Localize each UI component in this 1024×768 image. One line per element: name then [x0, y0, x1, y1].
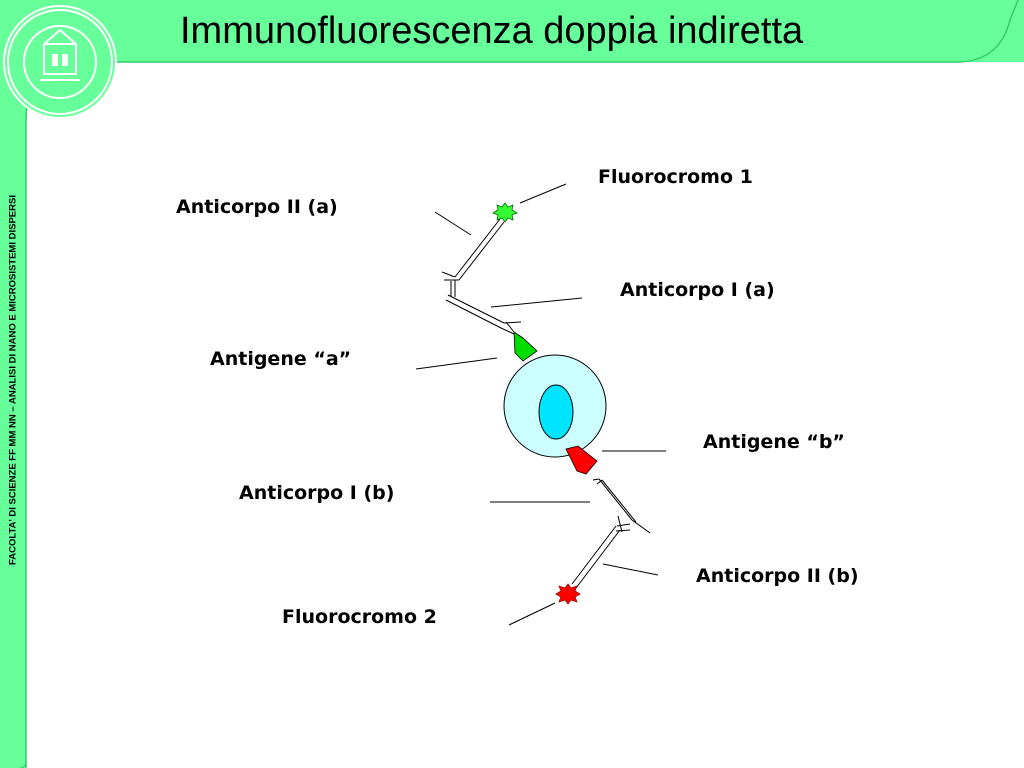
label-anticorpo-ii-a: Anticorpo II (a) — [176, 196, 338, 218]
label-anticorpo-ii-b: Anticorpo II (b) — [696, 565, 859, 587]
cell — [503, 354, 607, 458]
antibody-i-a — [445, 294, 522, 335]
label-fluorocromo-2: Fluorocromo 2 — [282, 606, 437, 628]
label-antigene-a: Antigene “a” — [210, 348, 352, 370]
antibody-ii-a — [441, 218, 505, 297]
seal-logo — [3, 5, 117, 119]
left-band — [0, 0, 26, 768]
leader-anticorpo-i-a — [490, 297, 583, 308]
antibody-i-b — [592, 478, 651, 534]
antibody-ii-b — [571, 515, 631, 589]
left-band-edge — [19, 759, 27, 768]
leader-fluorocromo-1 — [519, 183, 567, 204]
fluorochrome-1-shape — [492, 202, 518, 223]
fluorochrome-2-shape — [555, 583, 581, 605]
top-band — [0, 0, 1024, 62]
cell-nucleus — [538, 384, 574, 440]
antigen-b-shape — [565, 445, 598, 475]
faculty-side-text: FACOLTA' DI SCIENZE FF MM NN – ANALISI D… — [7, 195, 19, 565]
leader-anticorpo-ii-a — [434, 211, 472, 236]
label-anticorpo-i-b: Anticorpo I (b) — [239, 482, 395, 504]
antigen-a-shape — [513, 331, 538, 362]
label-anticorpo-i-a: Anticorpo I (a) — [620, 279, 775, 301]
leader-fluorocromo-2 — [508, 602, 556, 626]
label-fluorocromo-1: Fluorocromo 1 — [598, 166, 753, 188]
leader-antigene-a — [415, 357, 498, 370]
page-title: Immunofluorescenza doppia indiretta — [180, 10, 804, 52]
leader-lines — [415, 183, 666, 626]
label-antigene-b: Antigene “b” — [703, 431, 845, 453]
leader-anticorpo-ii-b — [602, 563, 659, 576]
